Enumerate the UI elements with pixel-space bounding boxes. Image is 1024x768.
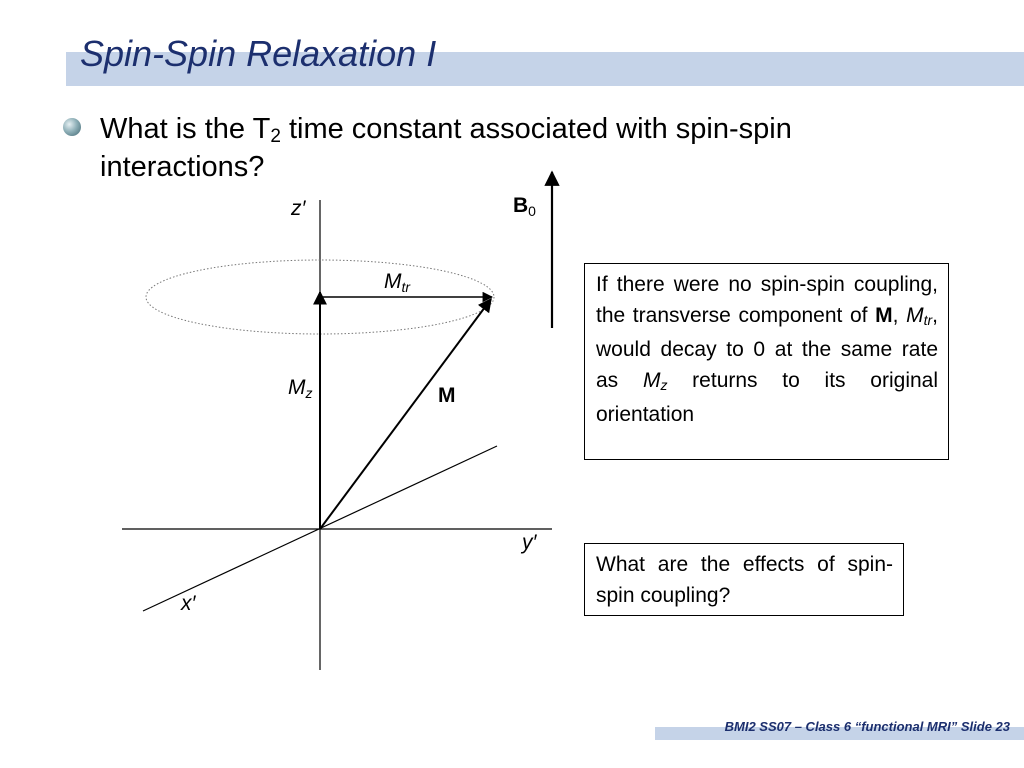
box1-text-1: If there were no spin-spin coupling, the…	[596, 273, 938, 327]
m-label: M	[438, 384, 456, 407]
info-box-no-coupling: If there were no spin-spin coupling, the…	[584, 263, 949, 460]
b0-label: B0	[513, 194, 536, 219]
box1-mz-main: M	[642, 368, 661, 392]
precession-ellipse	[145, 259, 495, 335]
slide-title: Spin-Spin Relaxation I	[80, 33, 437, 74]
bullet-text-before: What is the T	[100, 113, 271, 145]
box1-comma: ,	[892, 303, 907, 327]
box1-mz-sub: z	[660, 376, 668, 393]
z-axis-label: z′	[291, 197, 306, 220]
box1-mtr-main: M	[906, 303, 924, 327]
mtr-main: M	[384, 270, 402, 293]
bullet-text: What is the T2 time constant associated …	[100, 110, 960, 186]
box1-mtr-sub: tr	[923, 311, 933, 328]
mtr-sub: tr	[401, 279, 411, 295]
bullet-text-after: time constant associated with spin-spin …	[100, 113, 792, 183]
bullet-icon	[63, 118, 81, 136]
x-axis-label: x′	[181, 592, 196, 615]
box1-m-bold: M	[875, 303, 893, 327]
footer-band	[655, 727, 1024, 740]
b0-sub: 0	[528, 203, 536, 219]
b0-main: B	[513, 194, 529, 217]
mtr-label: Mtr	[384, 270, 410, 295]
question-box-effects: What are the effects of spin-spin coupli…	[584, 543, 904, 616]
mz-main: M	[288, 376, 306, 399]
slide-footer: BMI2 SS07 – Class 6 “functional MRI” Sli…	[724, 719, 1010, 734]
bullet-subscript: 2	[270, 126, 281, 147]
mz-label: Mz	[288, 376, 313, 401]
y-axis-label: y′	[522, 531, 537, 554]
title-band	[66, 52, 1024, 86]
m-vector	[319, 297, 492, 530]
box1-text-2: , would decay to 0 at the same rate as	[596, 303, 938, 392]
mz-sub: z	[305, 385, 313, 401]
box1-text-3: returns to its original orientation	[596, 368, 939, 427]
